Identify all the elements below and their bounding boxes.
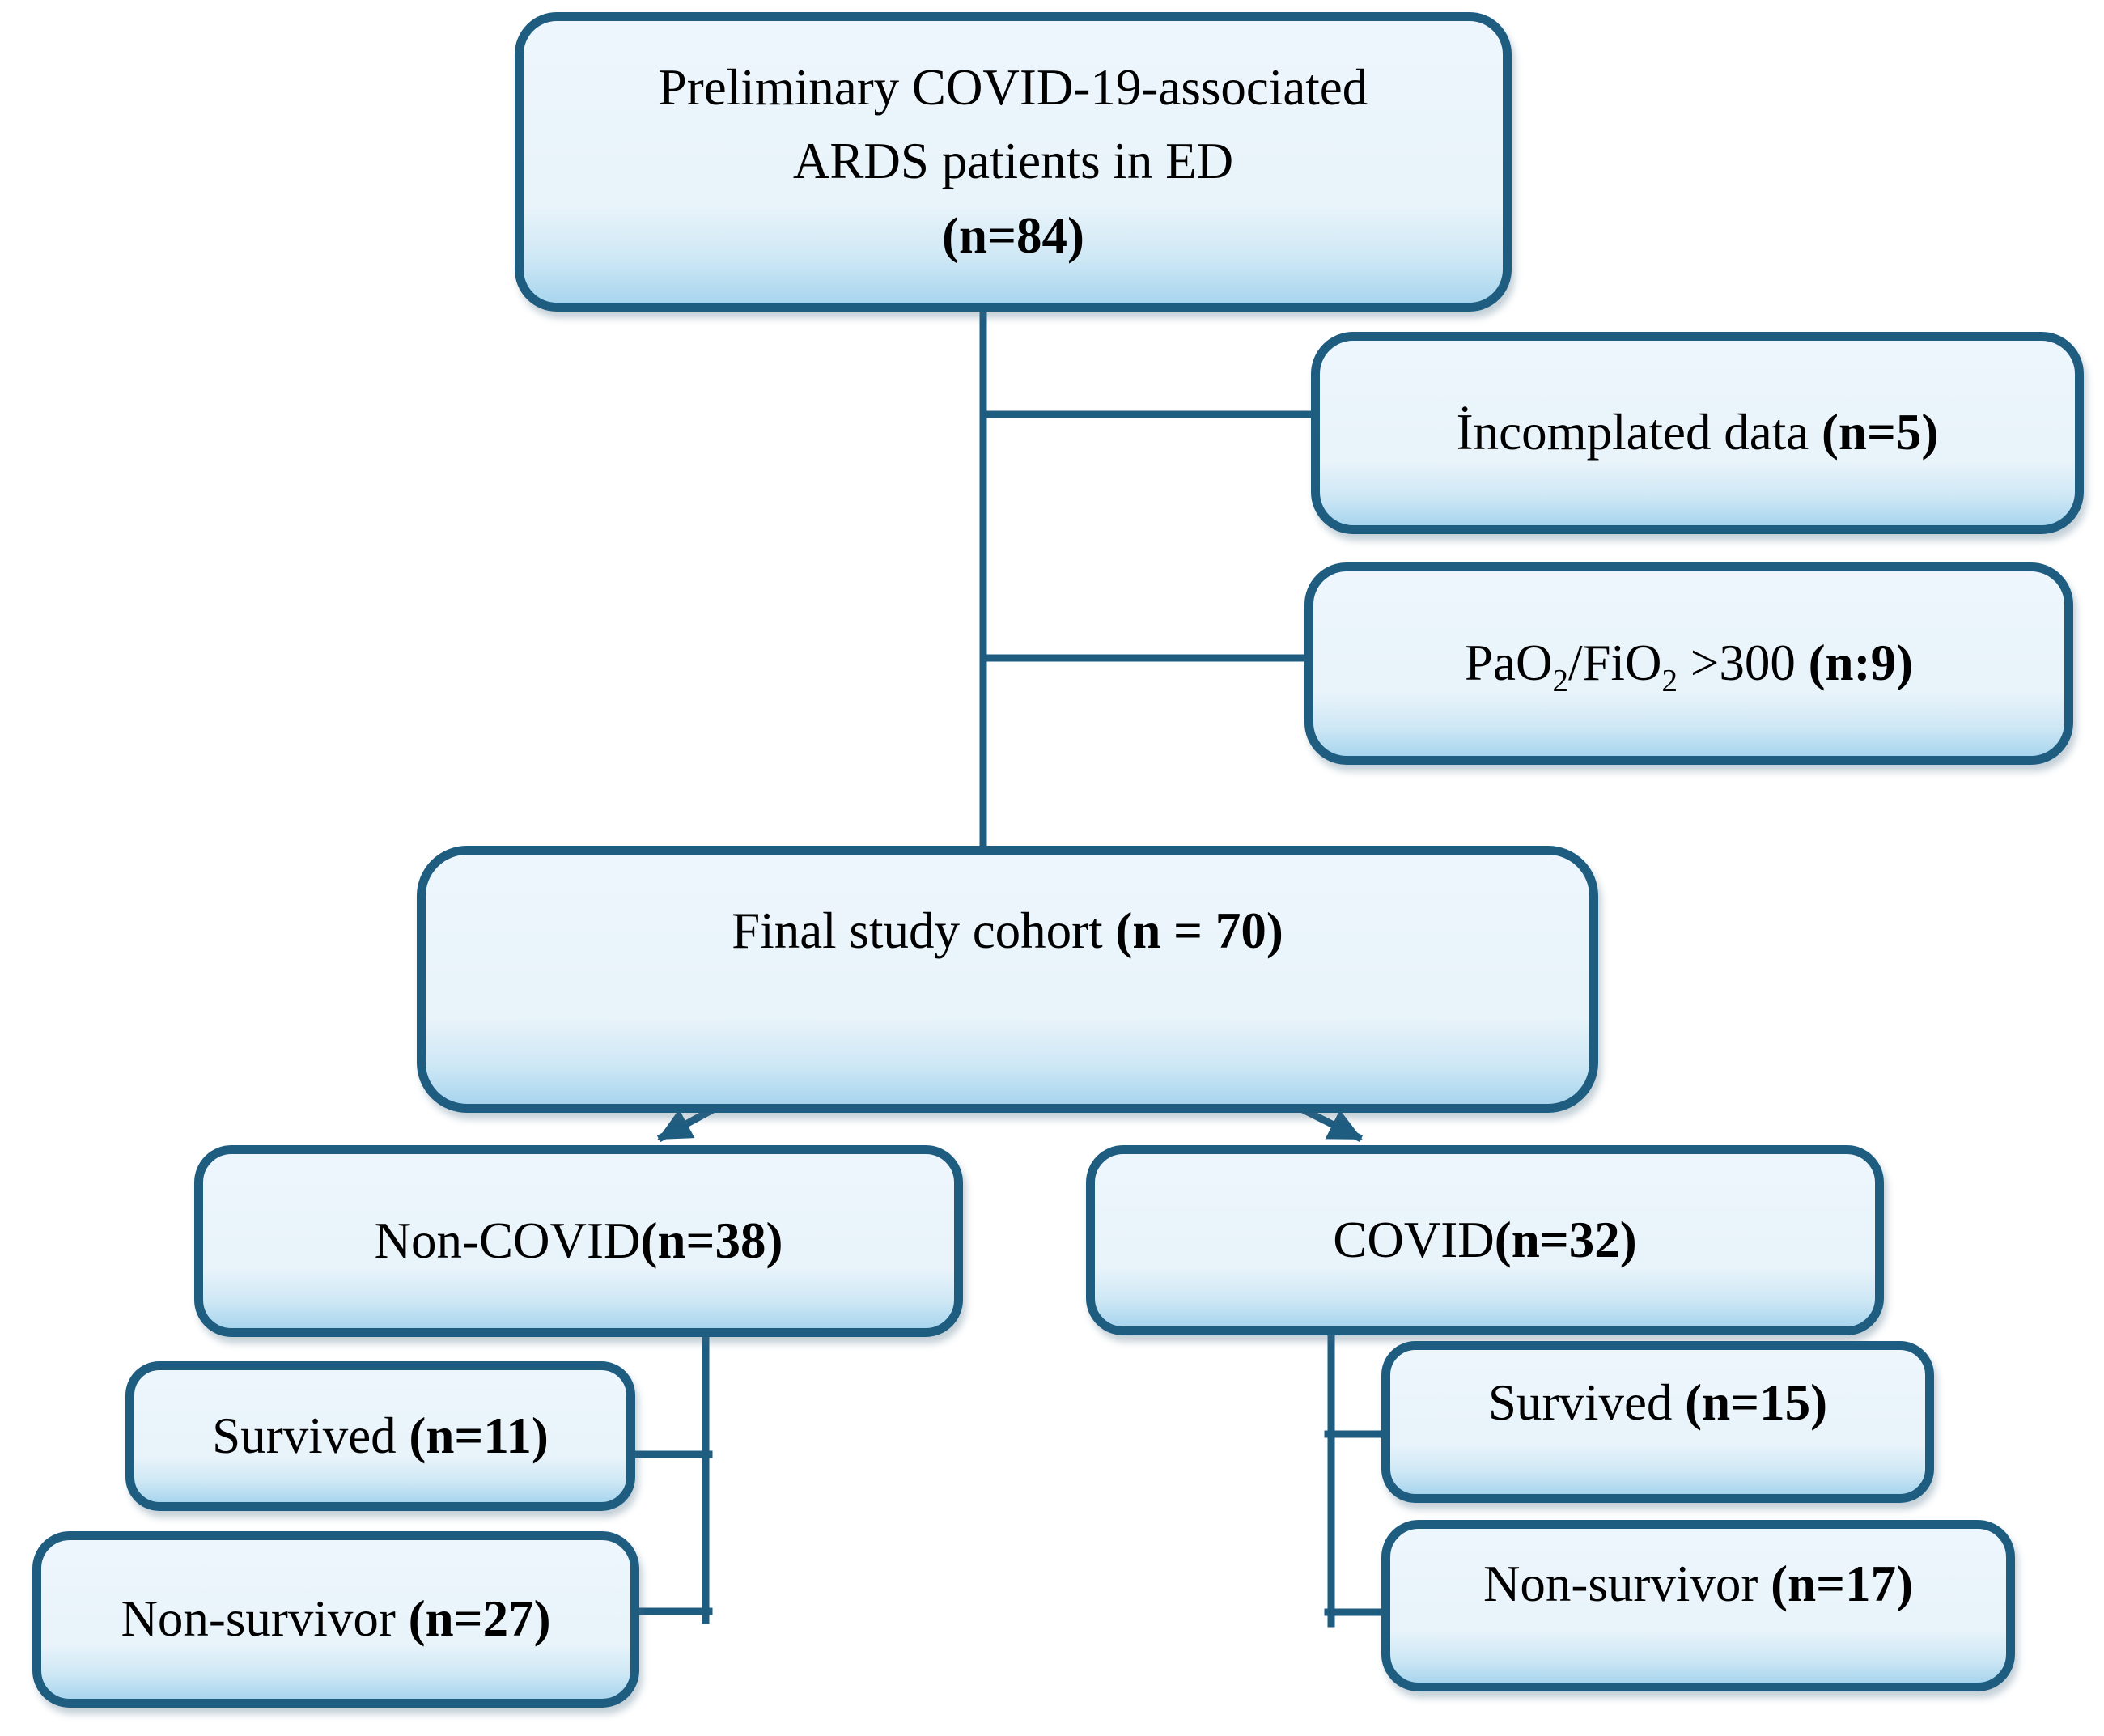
node-non-survivor-covid: Non-survivor (n=17) xyxy=(1381,1520,2015,1691)
node-survived-covid: Survived (n=15) xyxy=(1381,1341,1934,1503)
node-non-survivor-non-covid: Non-survivor (n=27) xyxy=(32,1531,639,1708)
node-survived-non-covid: Survived (n=11) xyxy=(125,1361,635,1511)
node-final-study-cohort: Final study cohort (n = 70) xyxy=(417,846,1598,1113)
node-preliminary-ards: Preliminary COVID-19-associated ARDS pat… xyxy=(515,12,1512,312)
node-covid-group: COVID(n=32) xyxy=(1086,1145,1884,1335)
node-label: Non-survivor xyxy=(1483,1556,1771,1613)
node-label-line2: ARDS patients in ED xyxy=(792,133,1234,190)
node-count: (n=15) xyxy=(1685,1374,1828,1432)
node-count: (n=38) xyxy=(640,1212,783,1269)
node-count: (n:9) xyxy=(1808,635,1914,692)
node-label: Survived xyxy=(1487,1374,1686,1432)
node-label: Survived xyxy=(212,1407,409,1464)
node-pao2-fio2-exclusion: PaO2/FiO2 >300 (n:9) xyxy=(1304,562,2073,765)
node-label-threshold: >300 xyxy=(1678,635,1809,692)
node-label: Non-COVID xyxy=(374,1212,641,1269)
node-count: (n=27) xyxy=(408,1590,551,1648)
node-label-sub1: 2 xyxy=(1552,663,1568,698)
node-incompleted-data: İncomplated data (n=5) xyxy=(1311,332,2084,534)
node-label-fio: /FiO xyxy=(1567,635,1662,692)
node-count: (n=84) xyxy=(942,206,1084,264)
node-label-pao: PaO xyxy=(1464,635,1553,692)
node-label-sub2: 2 xyxy=(1661,663,1678,698)
node-count: (n=5) xyxy=(1821,404,1939,461)
connector-diagonal-covid xyxy=(1299,1105,1364,1143)
node-label: Final study cohort xyxy=(732,902,1116,960)
node-label: Non-survivor xyxy=(121,1590,409,1648)
node-count: (n=32) xyxy=(1494,1211,1637,1268)
node-count: (n = 70) xyxy=(1115,902,1283,960)
connector-diagonal-noncovid xyxy=(656,1105,717,1143)
node-label: COVID xyxy=(1333,1211,1495,1268)
node-non-covid-group: Non-COVID(n=38) xyxy=(194,1145,963,1337)
node-label: İncomplated data xyxy=(1456,404,1822,461)
node-count: (n=11) xyxy=(409,1407,549,1464)
node-count: (n=17) xyxy=(1771,1556,1914,1613)
node-label-line1: Preliminary COVID-19-associated xyxy=(658,58,1368,116)
